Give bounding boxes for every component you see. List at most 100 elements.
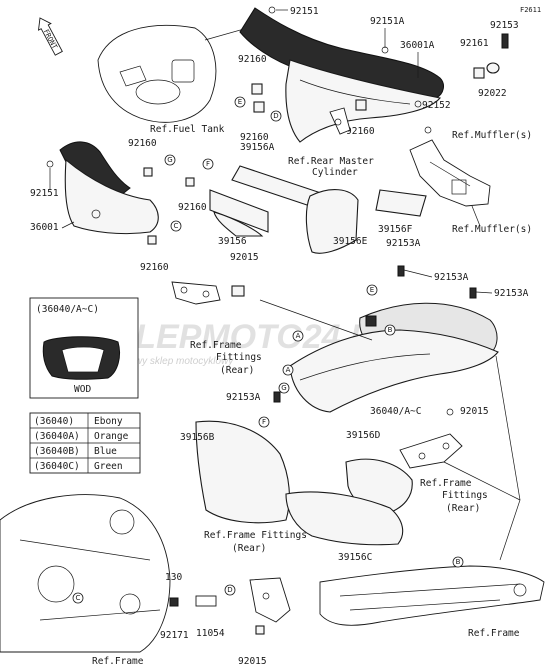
label-ref-fuel-tank: Ref.Fuel Tank	[150, 124, 225, 135]
label-ref-rear-master-2: Cylinder	[312, 167, 358, 178]
label-92171: 92171	[160, 630, 189, 641]
color-name-2: Blue	[94, 446, 117, 457]
label-ref-frame-fit-3b: (Rear)	[232, 543, 266, 554]
label-11054: 11054	[196, 628, 225, 639]
pad-39156	[209, 189, 269, 233]
pad-39156B	[195, 420, 290, 524]
callout-b-cowl: B	[384, 324, 396, 336]
label-92153A-d: 92153A	[226, 392, 261, 403]
label-ref-frame-fit-1b: Fittings	[216, 352, 262, 363]
callout-g-top: G	[164, 154, 176, 166]
color-name-1: Orange	[94, 431, 129, 442]
label-92160-a: 92160	[238, 54, 267, 65]
label-92151-left: 92151	[30, 188, 59, 199]
pad-39156E	[305, 189, 359, 254]
label-39156C: 39156C	[338, 552, 372, 563]
label-36001A: 36001A	[400, 40, 435, 51]
color-code-1: (36040A)	[34, 431, 80, 442]
pad-39156F	[375, 189, 427, 217]
color-table: (36040) Ebony (36040A) Orange (36040B) B…	[29, 412, 141, 474]
svg-text:B: B	[456, 558, 461, 566]
callout-e-top: E	[234, 96, 246, 108]
label-92160-mid: 92160	[178, 202, 207, 213]
label-39156F: 39156F	[378, 224, 413, 235]
label-ref-muffler-1: Ref.Muffler(s)	[452, 130, 532, 141]
label-92161: 92161	[460, 38, 489, 49]
label-92153A-b: 92153A	[434, 272, 469, 283]
svg-text:C: C	[76, 594, 81, 602]
callout-a-low: A	[282, 364, 294, 376]
svg-text:C: C	[174, 222, 179, 230]
svg-text:D: D	[227, 586, 232, 594]
label-92015-top: 92015	[230, 252, 259, 263]
label-ref-frame-fit-2c: (Rear)	[446, 503, 480, 514]
label-39156B: 39156B	[180, 432, 215, 443]
callout-f-mid: F	[258, 416, 270, 428]
svg-text:D: D	[273, 112, 278, 120]
label-92160-left: 92160	[128, 138, 157, 149]
svg-text:F: F	[206, 160, 210, 168]
callout-b-frame: B	[452, 556, 464, 568]
front-arrow-icon: FRONT	[37, 17, 63, 56]
color-name-3: Green	[94, 461, 123, 472]
color-code-0: (36040)	[34, 416, 74, 427]
label-39156A: 39156A	[240, 142, 275, 153]
label-92015-bot: 92015	[238, 656, 267, 667]
color-code-2: (36040B)	[34, 446, 80, 457]
label-ref-frame-fit-2: Ref.Frame	[420, 478, 472, 489]
callout-c-frame: C	[72, 592, 84, 604]
callout-c-cover: C	[170, 220, 182, 232]
label-ref-frame-fit-3: Ref.Frame Fittings	[204, 530, 307, 541]
pad-39156-under	[213, 211, 264, 237]
watermark-tagline: internetowy sklep motocyklowy	[96, 356, 234, 367]
svg-text:F: F	[262, 418, 266, 426]
frame-fittings-bracket-2	[399, 433, 463, 469]
label-92151A: 92151A	[370, 16, 405, 27]
callout-a-top: A	[292, 330, 304, 342]
fuel-tank-sketch	[97, 24, 259, 123]
label-130: 130	[165, 572, 182, 583]
seat-cover-36001	[59, 141, 159, 235]
svg-text:A: A	[286, 366, 291, 374]
label-ref-frame-right: Ref.Frame	[468, 628, 520, 639]
tail-cowl-36040	[289, 302, 499, 413]
label-ref-muffler-2: Ref.Muffler(s)	[452, 224, 532, 235]
main-frame-sketch	[0, 494, 171, 653]
frame-fittings-bracket-1	[171, 281, 245, 305]
label-92160-low: 92160	[140, 262, 169, 273]
rear-master-bracket	[329, 107, 351, 135]
label-39156D: 39156D	[346, 430, 381, 441]
sub-frame-sketch	[319, 565, 545, 626]
svg-text:G: G	[281, 384, 286, 392]
label-92015-mid: 92015	[460, 406, 489, 417]
figure-id: F2611	[520, 6, 541, 14]
svg-text:A: A	[296, 332, 301, 340]
inset-36040: (36040/A~C) WOD	[29, 297, 139, 399]
label-39156: 39156	[218, 236, 247, 247]
svg-text:G: G	[167, 156, 172, 164]
svg-text:B: B	[388, 326, 393, 334]
label-92151-top: 92151	[290, 6, 319, 17]
svg-text:E: E	[238, 98, 242, 106]
label-92153A-c: 92153A	[494, 288, 529, 299]
label-92153-top: 92153	[490, 20, 519, 31]
callout-d-top: D	[270, 110, 282, 122]
label-36040: 36040/A~C	[370, 406, 421, 417]
color-name-0: Ebony	[94, 416, 123, 427]
label-ref-frame-fit-2b: Fittings	[442, 490, 488, 501]
label-92152: 92152	[422, 100, 451, 111]
frame-fittings-bracket-3	[249, 577, 291, 623]
color-code-3: (36040C)	[34, 461, 80, 472]
svg-text:E: E	[370, 286, 374, 294]
inset-title: (36040/A~C)	[36, 304, 99, 315]
callout-e-cowl: E	[366, 284, 378, 296]
label-ref-frame-fit-1: Ref.Frame	[190, 340, 242, 351]
pad-39156C	[285, 491, 404, 546]
inset-caption: WOD	[74, 384, 91, 395]
label-39156E: 39156E	[333, 236, 368, 247]
label-ref-rear-master: Ref.Rear Master	[288, 156, 374, 167]
label-ref-frame-fit-1c: (Rear)	[220, 365, 254, 376]
callout-f-top: F	[202, 158, 214, 170]
